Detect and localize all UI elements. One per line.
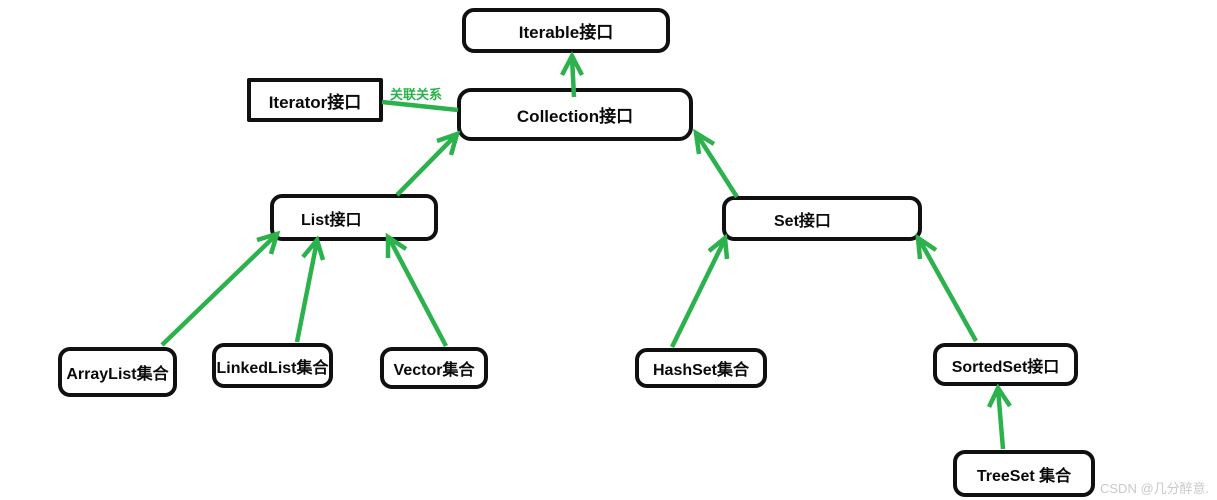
- node-arraylist-label: ArrayList集合: [66, 366, 169, 383]
- node-iterable-label: Iterable接口: [518, 23, 614, 42]
- node-sortedset: SortedSet接口: [933, 343, 1078, 386]
- node-list-label: List接口: [301, 211, 362, 229]
- node-iterator: Iterator接口: [247, 78, 383, 122]
- node-collection-label: Collection接口: [516, 107, 634, 126]
- arrow-hashset-to-set: [669, 233, 730, 348]
- arrow-vector-to-list: [385, 232, 448, 348]
- node-vector-label: Vector集合: [393, 362, 475, 379]
- node-iterable: Iterable接口: [462, 8, 670, 53]
- node-iterator-label: Iterator接口: [268, 92, 362, 112]
- arrow-linkedlist-to-list: [294, 235, 326, 343]
- arrow-arraylist-to-list: [160, 230, 281, 347]
- node-treeset-label: TreeSet 集合: [976, 467, 1072, 485]
- arrow-treeset-to-sortedset: [986, 383, 1012, 450]
- association-line-iterator-collection: [381, 99, 459, 113]
- node-hashset-label: HashSet集合: [652, 362, 750, 379]
- node-arraylist: ArrayList集合: [58, 347, 177, 397]
- association-label: 关联关系: [390, 87, 443, 102]
- arrow-set-to-collection: [693, 128, 739, 199]
- node-set-label: Set接口: [774, 212, 831, 230]
- arrow-list-to-collection: [395, 130, 461, 197]
- node-linkedlist: LinkedList集合: [212, 343, 333, 388]
- node-vector: Vector集合: [380, 347, 488, 389]
- node-list: List接口: [270, 194, 438, 241]
- node-collection: Collection接口: [457, 88, 693, 141]
- node-hashset: HashSet集合: [635, 348, 767, 388]
- arrow-sortedset-to-set: [915, 233, 978, 343]
- node-set: Set接口: [722, 196, 922, 241]
- node-linkedlist-label: LinkedList集合: [216, 359, 329, 377]
- watermark: CSDN @几分醉意.: [1100, 481, 1210, 496]
- node-treeset: TreeSet 集合: [953, 450, 1095, 497]
- node-sortedset-label: SortedSet接口: [951, 358, 1060, 376]
